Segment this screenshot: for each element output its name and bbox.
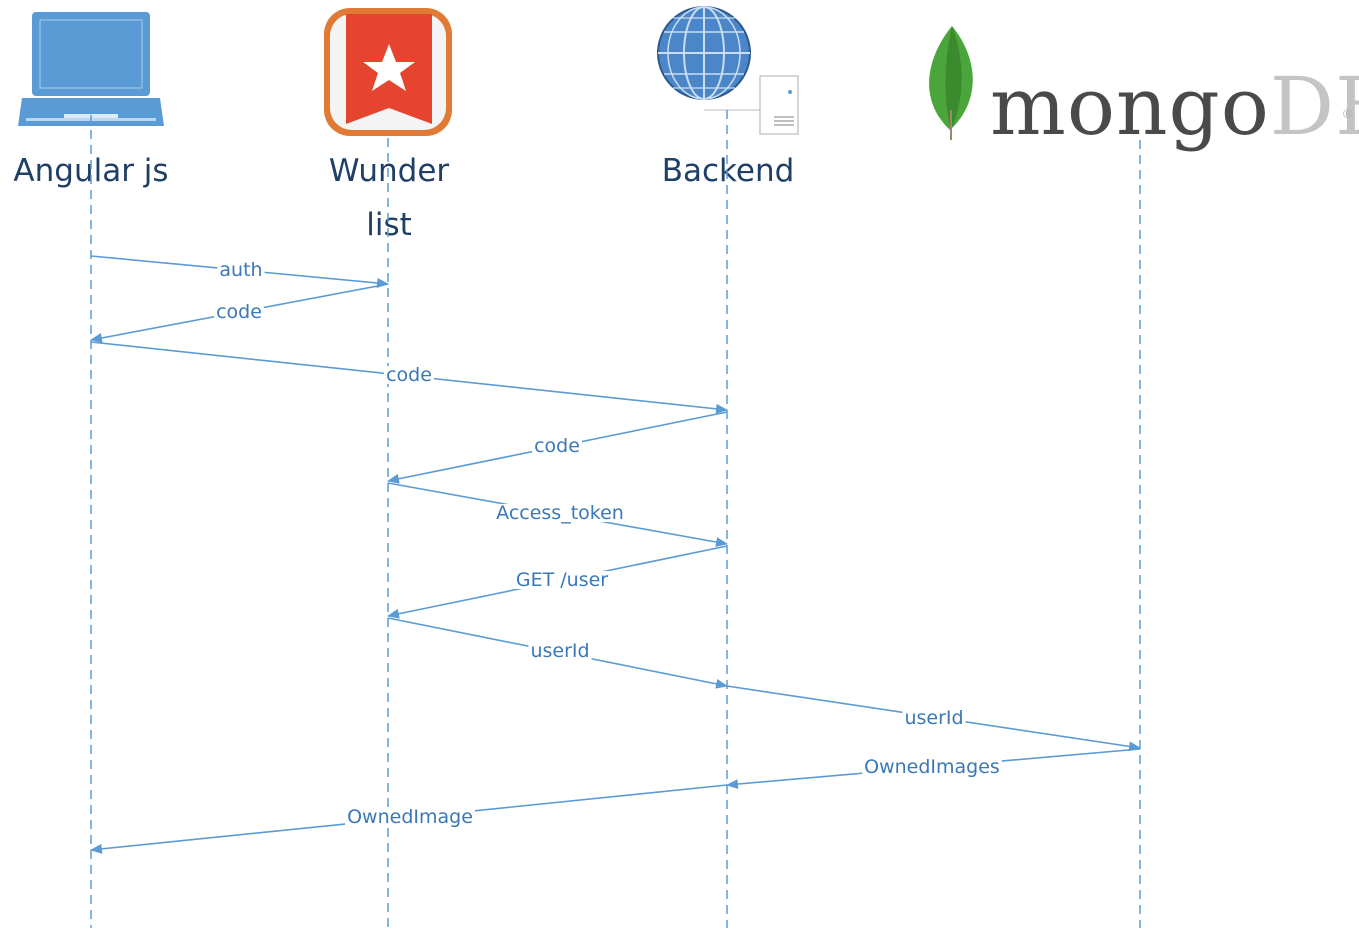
message-label-background	[384, 366, 434, 384]
mongodb-logo-text: mongoDB	[990, 62, 1359, 152]
message-label: auth	[219, 259, 262, 281]
message-label: userId	[530, 640, 589, 662]
message-label-background	[217, 261, 265, 279]
wunderlist-logo-icon	[324, 8, 452, 136]
message-label: OwnedImage	[347, 806, 473, 828]
message-label-background	[513, 571, 611, 589]
mongodb-registered-mark: ®	[1343, 106, 1353, 121]
mongodb-leaf-icon	[929, 26, 973, 140]
globe-server-icon	[657, 6, 799, 135]
message-label: code	[386, 364, 432, 386]
actor-label-wunderlist-line2: list	[366, 207, 412, 243]
message-label-background	[494, 504, 626, 522]
message-label: userId	[904, 707, 963, 729]
message-label-background	[532, 437, 582, 455]
message-label-background	[902, 709, 966, 727]
message-label: Access_token	[496, 502, 624, 524]
actor-label-wunderlist-line1: Wunder	[328, 153, 450, 189]
message-label: GET /user	[516, 569, 608, 591]
mongodb-logo-word-db: DB	[1269, 60, 1359, 153]
message-label: code	[534, 435, 580, 457]
message-label-background	[214, 303, 264, 321]
message-label: OwnedImages	[864, 756, 1000, 778]
actor-label-backend: Backend	[661, 153, 795, 189]
message-label-background	[862, 758, 1002, 776]
laptop-icon	[18, 12, 164, 126]
message-label: code	[216, 301, 262, 323]
mongodb-logo-word-mongo: mongo	[990, 60, 1270, 153]
message-label-background	[528, 642, 592, 660]
message-label-background	[345, 808, 475, 826]
